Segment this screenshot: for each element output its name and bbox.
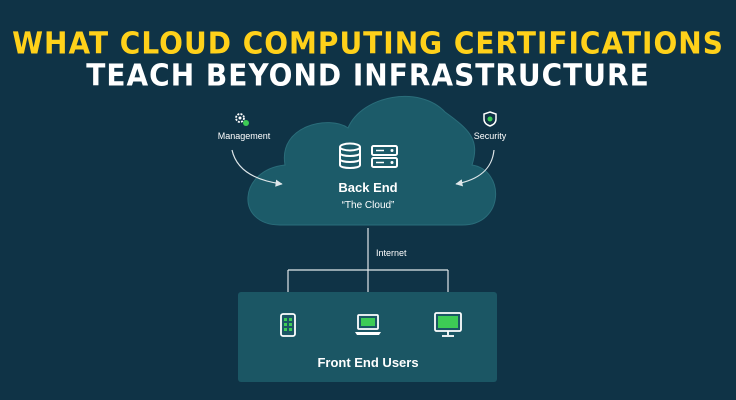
security-label: Security (474, 131, 507, 141)
gear-icon (235, 113, 249, 126)
shield-icon (483, 111, 497, 127)
front-end-label: Front End Users (317, 355, 418, 370)
back-end-title: Back End (338, 180, 397, 195)
management-label: Management (218, 131, 271, 141)
monitor-icon (434, 312, 462, 337)
laptop-icon (355, 314, 381, 335)
management-arrow (231, 149, 283, 187)
internet-label: Internet (376, 248, 407, 258)
title-line-2: TEACH BEYOND INFRASTRUCTURE (86, 57, 650, 94)
title-line-1: WHAT CLOUD COMPUTING CERTIFICATIONS (12, 25, 724, 62)
database-icon (339, 142, 361, 169)
mobile-icon (280, 313, 296, 337)
server-icon (371, 145, 398, 168)
security-arrow (455, 149, 495, 187)
back-end-subtitle: “The Cloud” (342, 200, 395, 211)
front-end-panel (238, 292, 497, 382)
